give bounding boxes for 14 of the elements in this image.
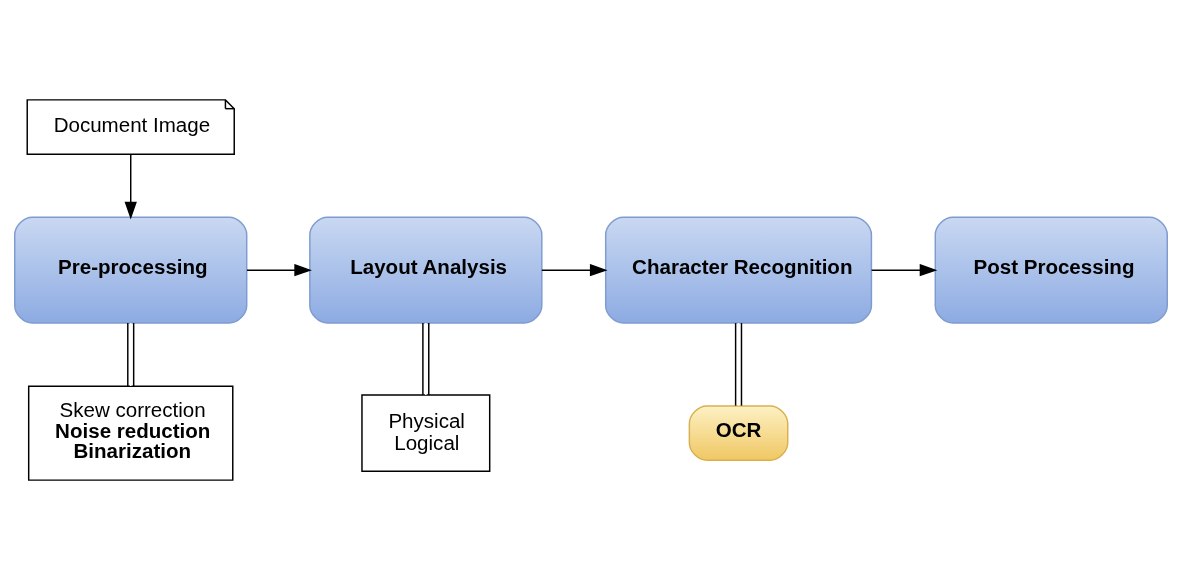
connector (734, 321, 743, 406)
arrow (246, 263, 312, 276)
node-box: Skew correction Noise reduction Binarization (27, 384, 234, 481)
node-box: Physical Logical (361, 393, 491, 472)
node-box: OCR (688, 404, 789, 461)
connector (422, 321, 430, 396)
node-box: Character Recognition (604, 216, 873, 324)
node-box: Pre-processing (14, 216, 248, 324)
arrow (124, 153, 137, 219)
node-box: Post Processing (934, 216, 1168, 324)
arrow (870, 263, 938, 276)
connector (127, 321, 135, 387)
arrow (541, 263, 608, 276)
node-box: Layout Analysis (309, 216, 543, 324)
